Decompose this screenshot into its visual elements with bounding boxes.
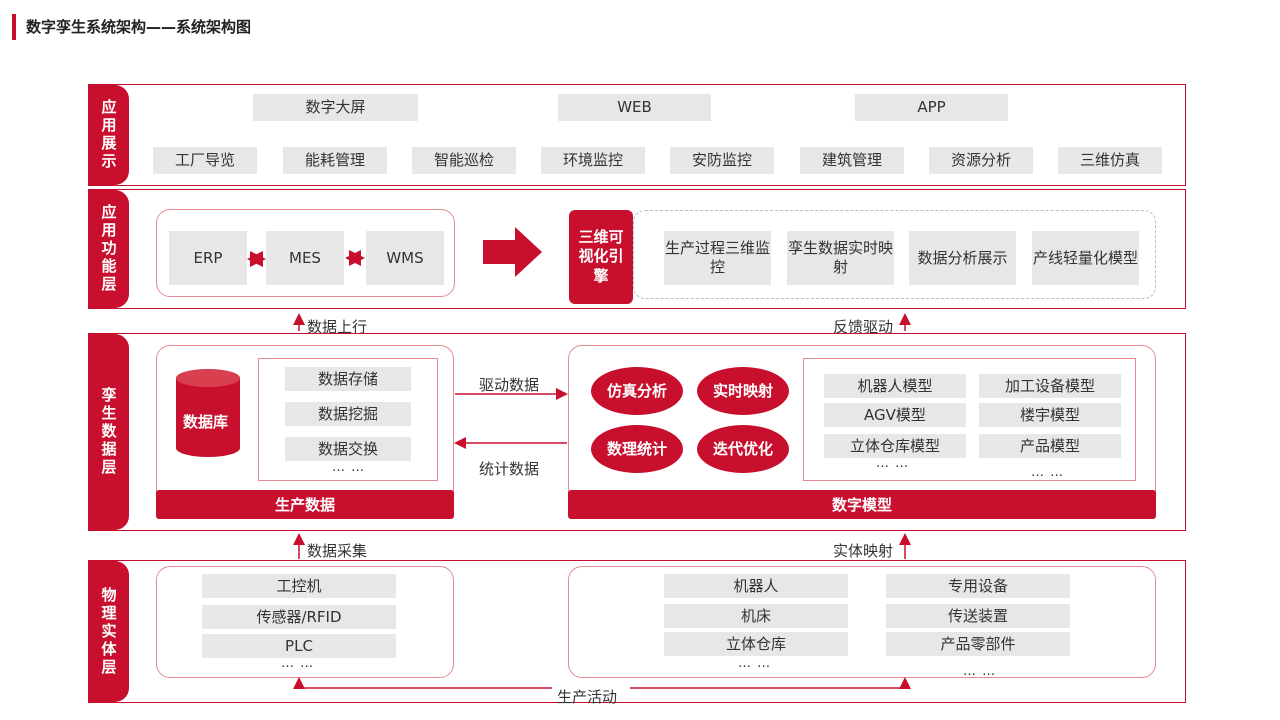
capability-ellipse: 数理统计 [591,425,683,473]
mapping-label: 实体映射 [833,542,894,560]
models-left-more: … … [876,456,910,471]
equipment-chip: 传送装置 [886,604,1070,628]
display-chip: 资源分析 [929,147,1033,174]
device-chip: PLC [202,634,396,658]
display-chip: 工厂导览 [153,147,257,174]
equipment-chip: 机器人 [664,574,848,598]
model-chip: AGV模型 [824,403,966,427]
models-right-more: … … [1031,465,1065,480]
data-op-chip: 数据挖掘 [285,402,411,426]
display-chip: 安防监控 [670,147,774,174]
equipment-chip: 产品零部件 [886,632,1070,656]
display-chip: 三维仿真 [1058,147,1162,174]
collect-label: 数据采集 [307,542,368,560]
data-op-chip: 数据存储 [285,367,411,391]
device-chip: 工控机 [202,574,396,598]
model-chip: 加工设备模型 [979,374,1121,398]
title-accent-bar [12,14,16,40]
mes-box: MES [266,231,344,285]
engine-modules-group [633,210,1156,299]
device-chip: 传感器/RFID [202,605,396,629]
capability-ellipse: 迭代优化 [697,425,789,473]
feedback-label: 反馈驱动 [833,318,894,336]
data-ops-more: … … [332,460,366,475]
data-op-chip: 数据交换 [285,437,411,461]
layer-app-display: 应用展示 [88,84,1186,186]
layer-physical: 物理实体层 [88,560,1186,703]
display-chip: 智能巡检 [412,147,516,174]
mid-more: … … [738,656,772,671]
activity-label: 生产活动 [557,688,618,706]
layer-tab-physical: 物理实体层 [89,561,129,702]
business-systems-group [156,209,455,297]
module-chip: 产线轻量化模型 [1032,231,1139,285]
wms-box: WMS [366,231,444,285]
digital-model-bar: 数字模型 [568,490,1156,519]
left-more: … … [281,656,315,671]
big-right-arrow-icon [483,227,542,277]
display-chip: 能耗管理 [283,147,387,174]
layer-twin-data: 孪生数据层 [88,333,1186,531]
display-chip: 建筑管理 [800,147,904,174]
erp-box: ERP [169,231,247,285]
right-more: … … [963,664,997,679]
production-data-bar: 生产数据 [156,490,454,519]
model-chip: 立体仓库模型 [824,434,966,458]
layer-app-function: 应用功能层 [88,189,1186,309]
data-up-label: 数据上行 [307,318,368,336]
equipment-chip: 机床 [664,604,848,628]
visualization-engine-block: 三维可视化引擎 [569,210,633,304]
model-list-group [803,358,1136,481]
model-chip: 楼宇模型 [979,403,1121,427]
data-ops-group [258,358,438,481]
module-chip: 生产过程三维监控 [664,231,771,285]
equipment-group [568,566,1156,678]
database-label: 数据库 [183,413,229,431]
equipment-chip: 专用设备 [886,574,1070,598]
page-title: 数字孪生系统架构——系统架构图 [26,18,252,36]
display-chip: 数字大屏 [253,94,418,121]
capability-ellipse: 仿真分析 [591,367,683,415]
layer-tab-twin-data: 孪生数据层 [89,334,129,530]
capability-ellipse: 实时映射 [697,367,789,415]
module-chip: 孪生数据实时映射 [787,231,894,285]
display-chip: APP [855,94,1008,121]
model-chip: 机器人模型 [824,374,966,398]
display-chip: 环境监控 [541,147,645,174]
control-devices-group [156,566,454,678]
display-chip: WEB [558,94,711,121]
module-chip: 数据分析展示 [909,231,1016,285]
drive-data-label: 驱动数据 [479,376,540,394]
stat-data-label: 统计数据 [479,460,540,478]
layer-tab-app-display: 应用展示 [89,85,129,185]
layer-tab-app-function: 应用功能层 [89,190,129,308]
model-chip: 产品模型 [979,434,1121,458]
equipment-chip: 立体仓库 [664,632,848,656]
